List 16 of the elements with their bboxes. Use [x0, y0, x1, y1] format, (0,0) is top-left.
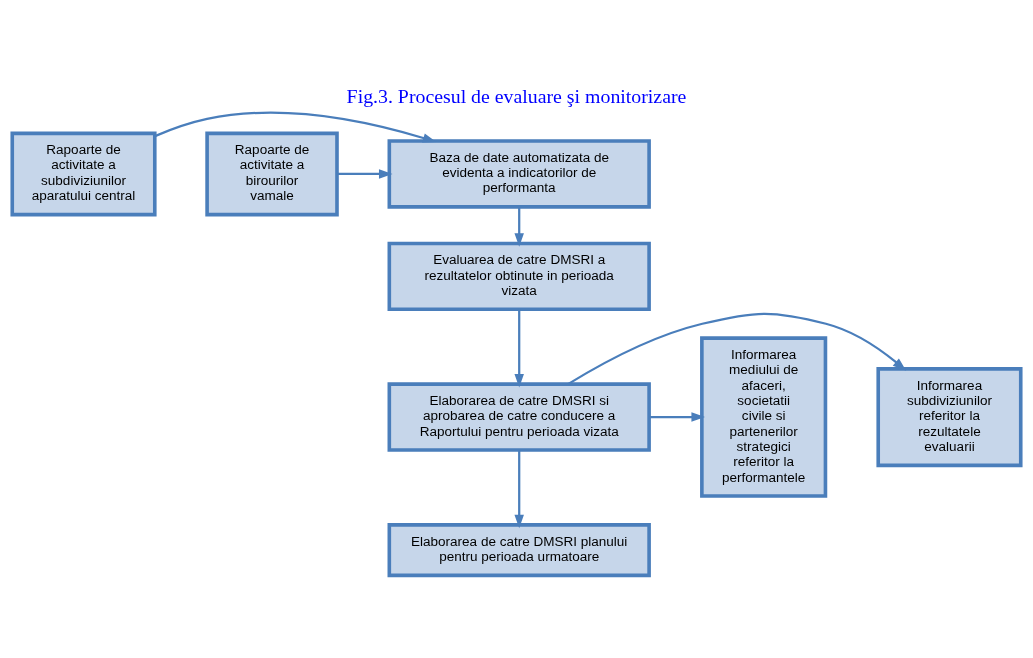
diagram-title: Fig.3. Procesul de evaluare şi monitorizare: [346, 84, 687, 107]
node-box: Evaluarea de catre DMSRI a rezultatelor obtinute in perioada vizata: [387, 241, 651, 311]
node-box: Rapoarte de activitate a birourilor vamale: [205, 131, 339, 216]
node-box: Informarea subdiviziunilor referitor la rezultatele evaluarii: [876, 366, 1023, 467]
arrow: [514, 206, 524, 247]
arrow: [567, 312, 907, 385]
arrow: [154, 111, 437, 143]
node-box: Informarea mediului de afaceri, societatii civile si partenerilor strategici referitor la performantele: [700, 335, 828, 498]
node-box: Rapoarte de activitate a subdiviziunilor aparatului central: [10, 131, 157, 216]
node-box: Elaborarea de catre DMSRI planului pentru perioada urmatoare: [387, 522, 651, 577]
arrow: [649, 411, 705, 422]
node-box: Elaborarea de catre DMSRI si aprobarea de catre conducere a Raportului pentru perioada vizata: [387, 381, 651, 452]
arrow: [514, 449, 524, 528]
arrow: [337, 168, 393, 179]
arrow: [514, 309, 524, 388]
node-box: Baza de date automatizata de evidenta a indicatorilor de performanta: [387, 138, 651, 209]
